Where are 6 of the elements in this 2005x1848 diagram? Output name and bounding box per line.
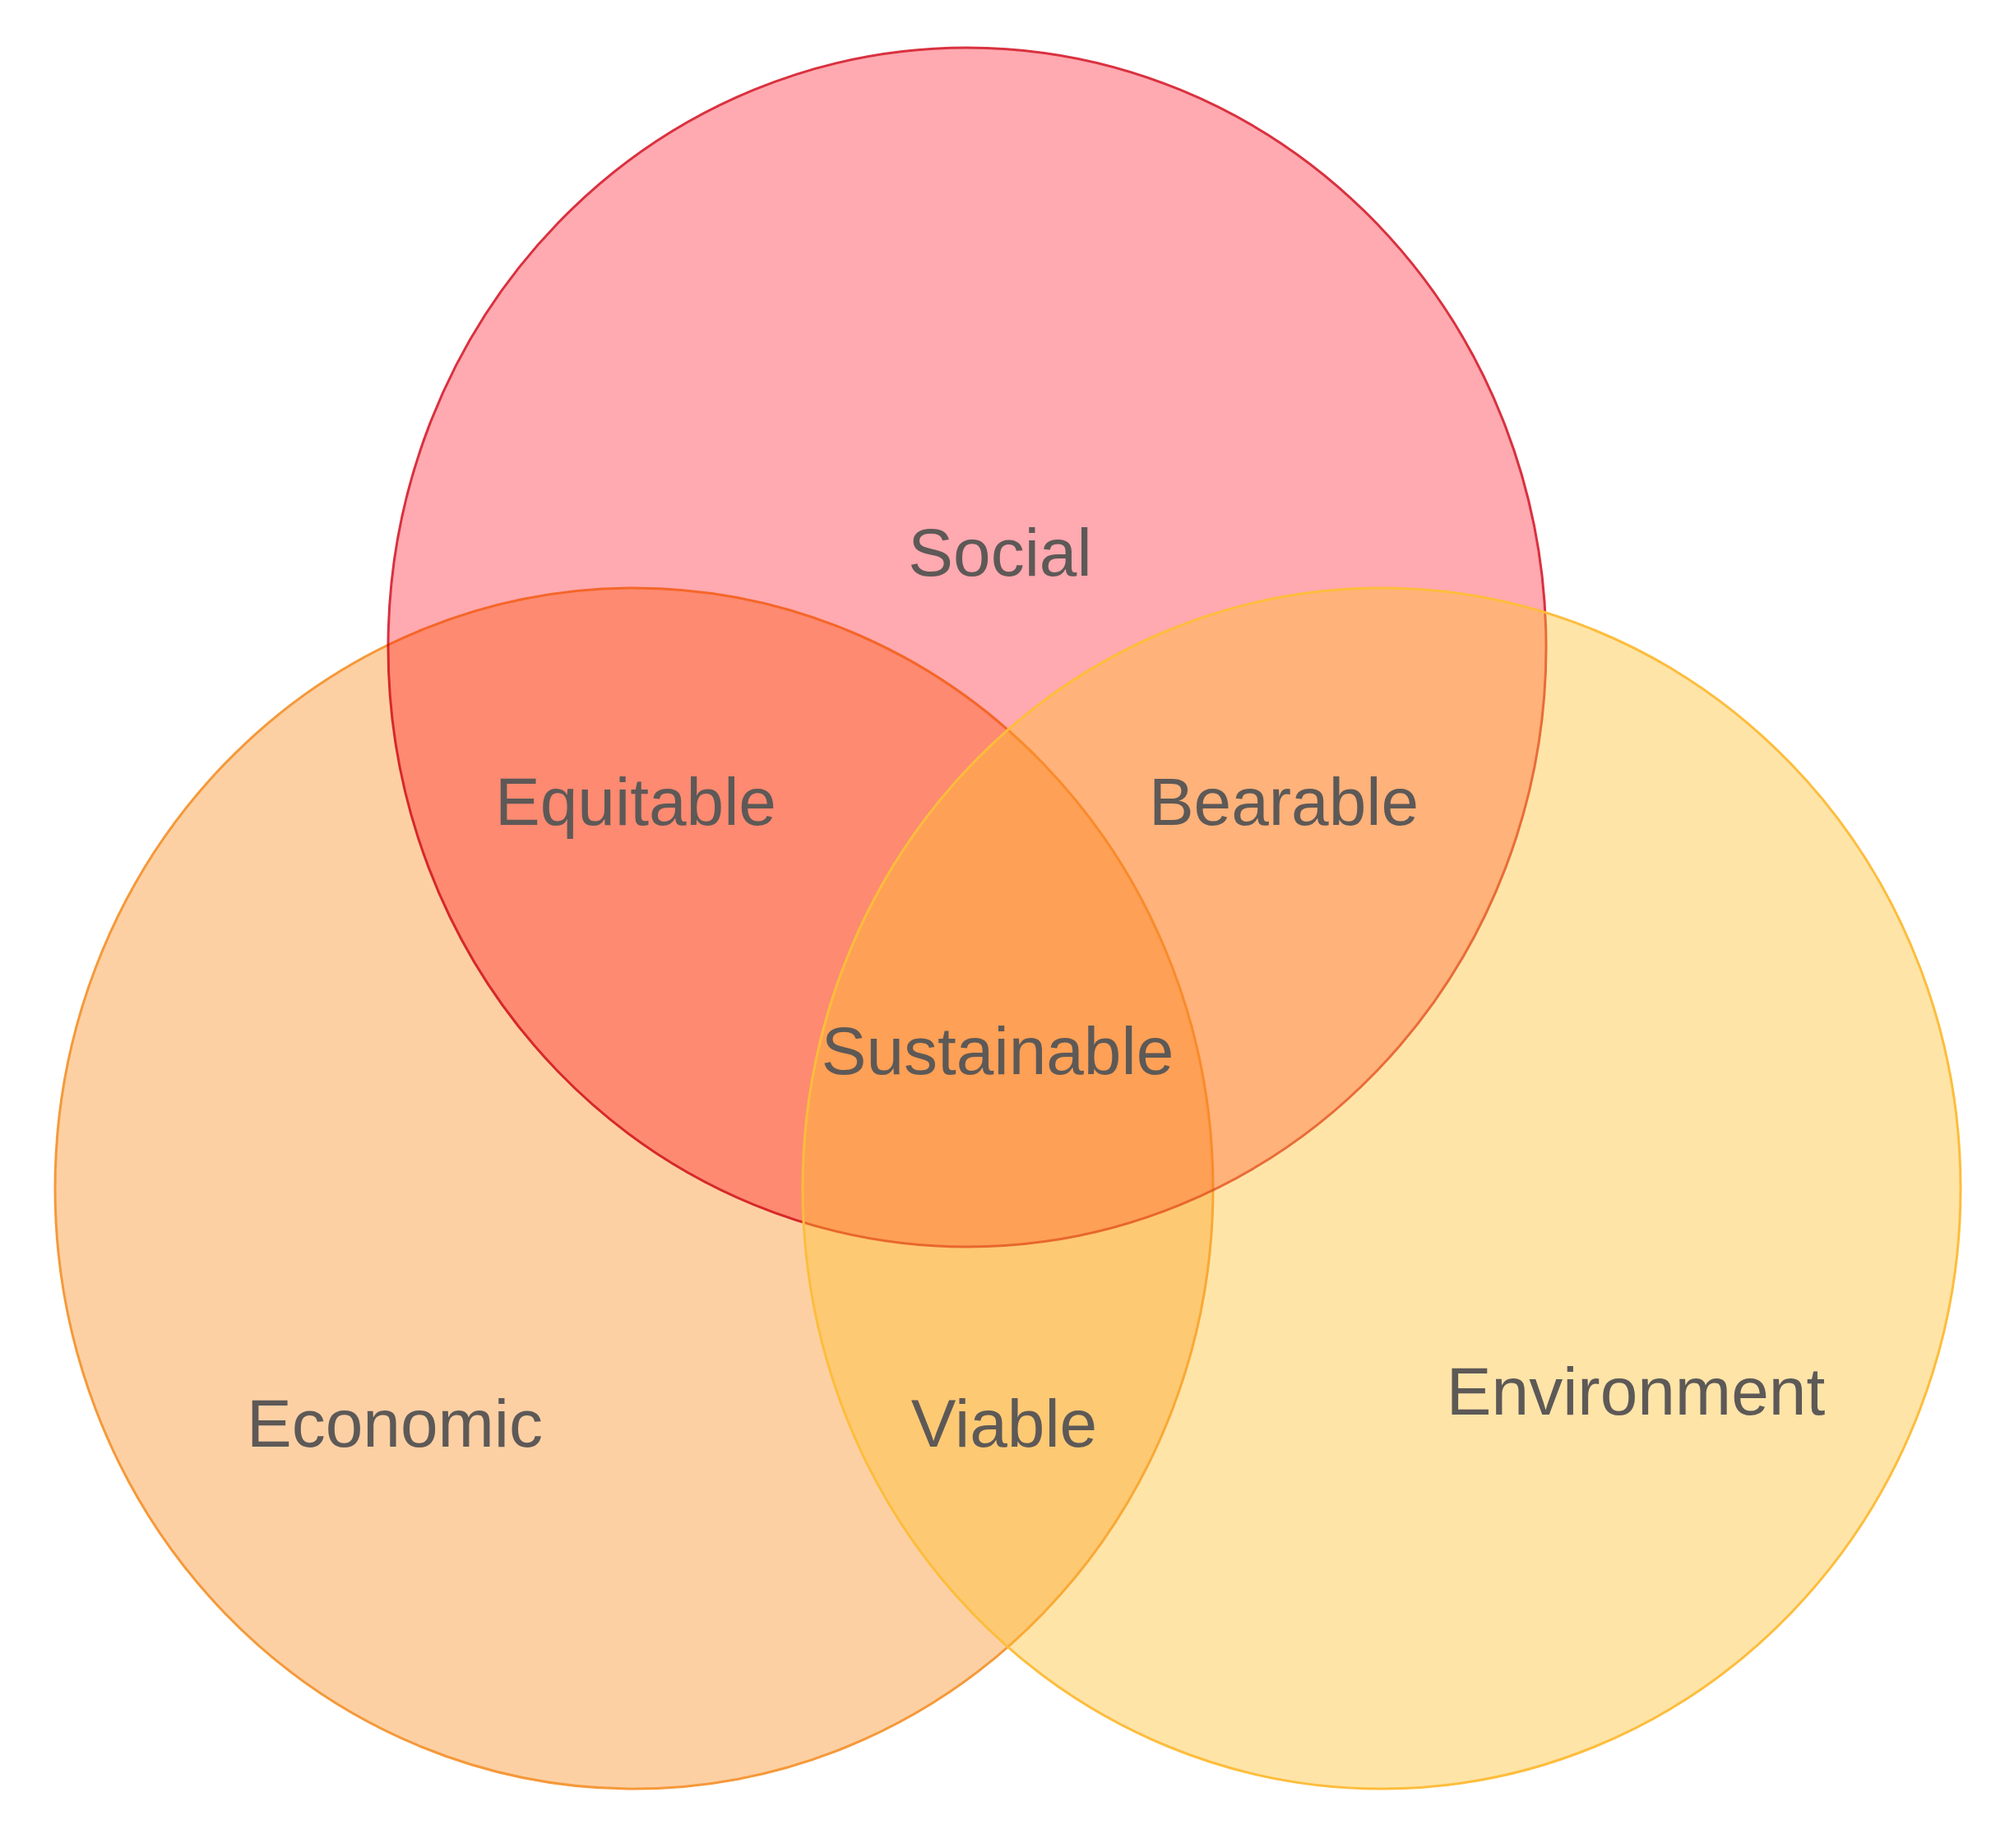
overlap-label: Bearable xyxy=(1148,768,1419,836)
set-label: Social xyxy=(908,519,1092,586)
set-label: Environment xyxy=(1446,1358,1826,1425)
overlap-label: Viable xyxy=(910,1390,1098,1457)
overlap-label: Sustainable xyxy=(821,1017,1174,1085)
set-label: Economic xyxy=(247,1390,543,1457)
